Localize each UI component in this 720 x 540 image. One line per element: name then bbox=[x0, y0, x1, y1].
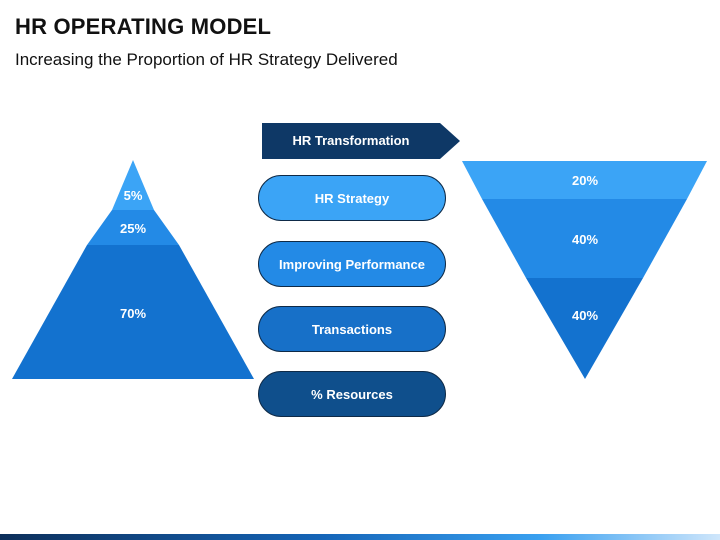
right-funnel-bottom-label: 40% bbox=[571, 308, 599, 323]
left-pyramid-top-segment bbox=[112, 160, 154, 210]
right-funnel-middle-label: 40% bbox=[571, 232, 599, 247]
hr-transformation-arrow bbox=[262, 123, 460, 159]
right-funnel-bottom-segment bbox=[526, 278, 643, 379]
footer-gradient-bar bbox=[0, 534, 720, 540]
left-pyramid-middle-segment bbox=[87, 210, 179, 245]
improving-performance-pill: Improving Performance bbox=[258, 241, 446, 287]
right-funnel-top-label: 20% bbox=[571, 173, 599, 188]
left-pyramid-bottom-segment bbox=[12, 245, 254, 379]
resources-pill: % Resources bbox=[258, 371, 446, 417]
right-funnel-middle-segment bbox=[482, 199, 687, 278]
hr-transformation-label: HR Transformation bbox=[292, 133, 410, 148]
right-funnel-top-segment bbox=[462, 161, 707, 199]
page-title: HR OPERATING MODEL bbox=[15, 14, 272, 39]
page-subtitle: Increasing the Proportion of HR Strategy… bbox=[15, 50, 398, 69]
left-pyramid-middle-label: 25% bbox=[119, 221, 147, 236]
left-pyramid-top-label: 5% bbox=[123, 188, 143, 203]
transactions-pill: Transactions bbox=[258, 306, 446, 352]
hr-strategy-pill: HR Strategy bbox=[258, 175, 446, 221]
hr-transformation-banner: HR Transformation bbox=[262, 123, 460, 159]
left-pyramid-bottom-label: 70% bbox=[119, 306, 147, 321]
